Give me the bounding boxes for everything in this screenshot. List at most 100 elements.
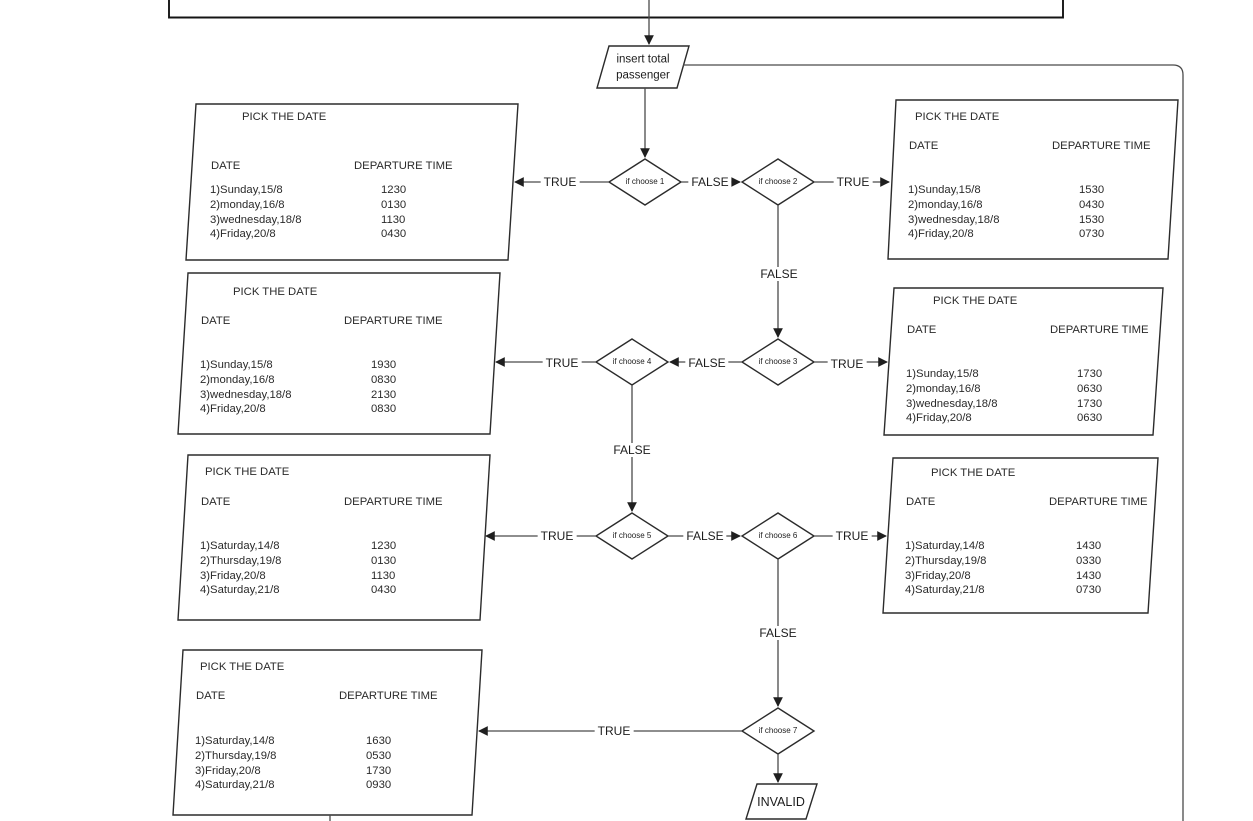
edge-label-false: FALSE — [610, 443, 654, 457]
edge-label-true: TRUE — [832, 529, 872, 543]
time-cell: 0130 — [371, 554, 397, 567]
date-header: DATE — [201, 315, 231, 327]
schedule-row: 3)Friday,20/8 1730 — [181, 765, 472, 780]
time-cell: 1530 — [1079, 184, 1105, 196]
schedule-row: 4)Saturday,21/8 0730 — [891, 584, 1148, 599]
box-title: PICK THE DATE — [933, 295, 1018, 307]
pick-date-shape-5 — [177, 454, 491, 621]
date-cell: 1)Sunday,15/8 — [210, 184, 283, 196]
edge-label-true: TRUE — [594, 724, 634, 738]
time-cell: 0130 — [381, 198, 407, 211]
io-invalid-shape — [745, 783, 818, 820]
date-cell: 2)monday,16/8 — [908, 198, 983, 211]
date-cell: 2)Thursday,19/8 — [200, 554, 282, 567]
schedule-row: 4)Saturday,21/8 0930 — [181, 779, 472, 794]
pick-date-box-2: PICK THE DATE DATE DEPARTURE TIME 1)Sund… — [894, 100, 1168, 259]
decision-label-4: if choose 4 — [612, 357, 652, 366]
schedule-row: 2)Thursday,19/8 0130 — [186, 555, 480, 570]
box-header-row: DATE DEPARTURE TIME — [181, 690, 472, 702]
schedule-row: 4)Saturday,21/8 0430 — [186, 584, 480, 599]
date-cell: 3)wednesday,18/8 — [200, 388, 292, 401]
time-header: DEPARTURE TIME — [344, 496, 443, 508]
time-cell: 1130 — [381, 213, 406, 226]
time-header: DEPARTURE TIME — [339, 690, 438, 702]
date-cell: 3)Friday,20/8 — [195, 764, 261, 777]
time-header: DEPARTURE TIME — [1050, 324, 1149, 336]
date-header: DATE — [909, 140, 939, 152]
schedule-row: 1)Saturday,14/8 1230 — [186, 540, 480, 555]
date-cell: 1)Saturday,14/8 — [200, 540, 280, 552]
date-header: DATE — [211, 160, 241, 172]
time-cell: 1530 — [1079, 213, 1105, 226]
box-title: PICK THE DATE — [915, 111, 1000, 123]
edge-label-false: FALSE — [688, 175, 732, 189]
schedule-row: 3)wednesday,18/8 1530 — [894, 214, 1168, 229]
invalid-label: INVALID — [757, 794, 805, 809]
date-cell: 4)Saturday,21/8 — [905, 584, 985, 597]
date-cell: 3)Friday,20/8 — [200, 569, 266, 582]
pick-date-box-5: PICK THE DATE DATE DEPARTURE TIME 1)Satu… — [186, 455, 480, 620]
time-cell: 2130 — [371, 388, 397, 401]
time-cell: 0430 — [381, 228, 407, 241]
edge-label-true: TRUE — [833, 175, 873, 189]
date-cell: 2)monday,16/8 — [200, 373, 275, 386]
time-cell: 0530 — [366, 749, 392, 762]
edge-label-true: TRUE — [542, 356, 582, 370]
date-cell: 3)wednesday,18/8 — [908, 213, 1000, 226]
edge-label-true: TRUE — [537, 529, 577, 543]
pick-date-box-3: PICK THE DATE DATE DEPARTURE TIME 1)Sund… — [186, 273, 490, 434]
pick-date-shape-2 — [887, 99, 1179, 260]
date-cell: 1)Sunday,15/8 — [200, 359, 273, 371]
box-header-row: DATE DEPARTURE TIME — [196, 160, 508, 172]
date-cell: 3)wednesday,18/8 — [210, 213, 302, 226]
box-title: PICK THE DATE — [931, 467, 1016, 479]
date-cell: 4)Saturday,21/8 — [200, 584, 280, 597]
pick-date-shape-3 — [177, 272, 501, 435]
time-cell: 1430 — [1076, 569, 1102, 582]
date-cell: 4)Saturday,21/8 — [195, 779, 275, 792]
pick-date-shape-4 — [883, 287, 1164, 436]
date-cell: 1)Sunday,15/8 — [906, 368, 979, 380]
time-cell: 0630 — [1077, 412, 1103, 425]
time-cell: 0730 — [1076, 584, 1102, 597]
pick-date-box-7: PICK THE DATE DATE DEPARTURE TIME 1)Satu… — [181, 650, 472, 815]
time-cell: 1230 — [371, 540, 397, 552]
date-cell: 4)Friday,20/8 — [906, 412, 972, 425]
time-cell: 1230 — [381, 184, 407, 196]
time-cell: 1730 — [1077, 397, 1103, 410]
top-process-box — [168, 0, 1064, 19]
io-insert-passenger-line2: passenger — [616, 69, 670, 82]
pick-date-shape-7 — [172, 649, 483, 816]
pick-date-box-6: PICK THE DATE DATE DEPARTURE TIME 1)Satu… — [891, 458, 1148, 613]
schedule-row: 3)wednesday,18/8 2130 — [186, 389, 490, 404]
box-header-row: DATE DEPARTURE TIME — [186, 496, 480, 508]
time-cell: 0630 — [1077, 382, 1103, 395]
date-cell: 1)Sunday,15/8 — [908, 184, 981, 196]
time-cell: 0930 — [366, 779, 392, 792]
decision-label-7: if choose 7 — [758, 726, 798, 735]
time-cell: 0430 — [371, 584, 397, 597]
decision-label-1: if choose 1 — [625, 177, 665, 186]
time-cell: 0830 — [371, 403, 397, 416]
edge-label-false: FALSE — [756, 626, 800, 640]
schedule-row: 1)Sunday,15/8 1530 — [894, 184, 1168, 199]
time-header: DEPARTURE TIME — [1052, 140, 1151, 152]
edge-label-false: FALSE — [685, 356, 729, 370]
time-cell: 1730 — [366, 764, 392, 777]
